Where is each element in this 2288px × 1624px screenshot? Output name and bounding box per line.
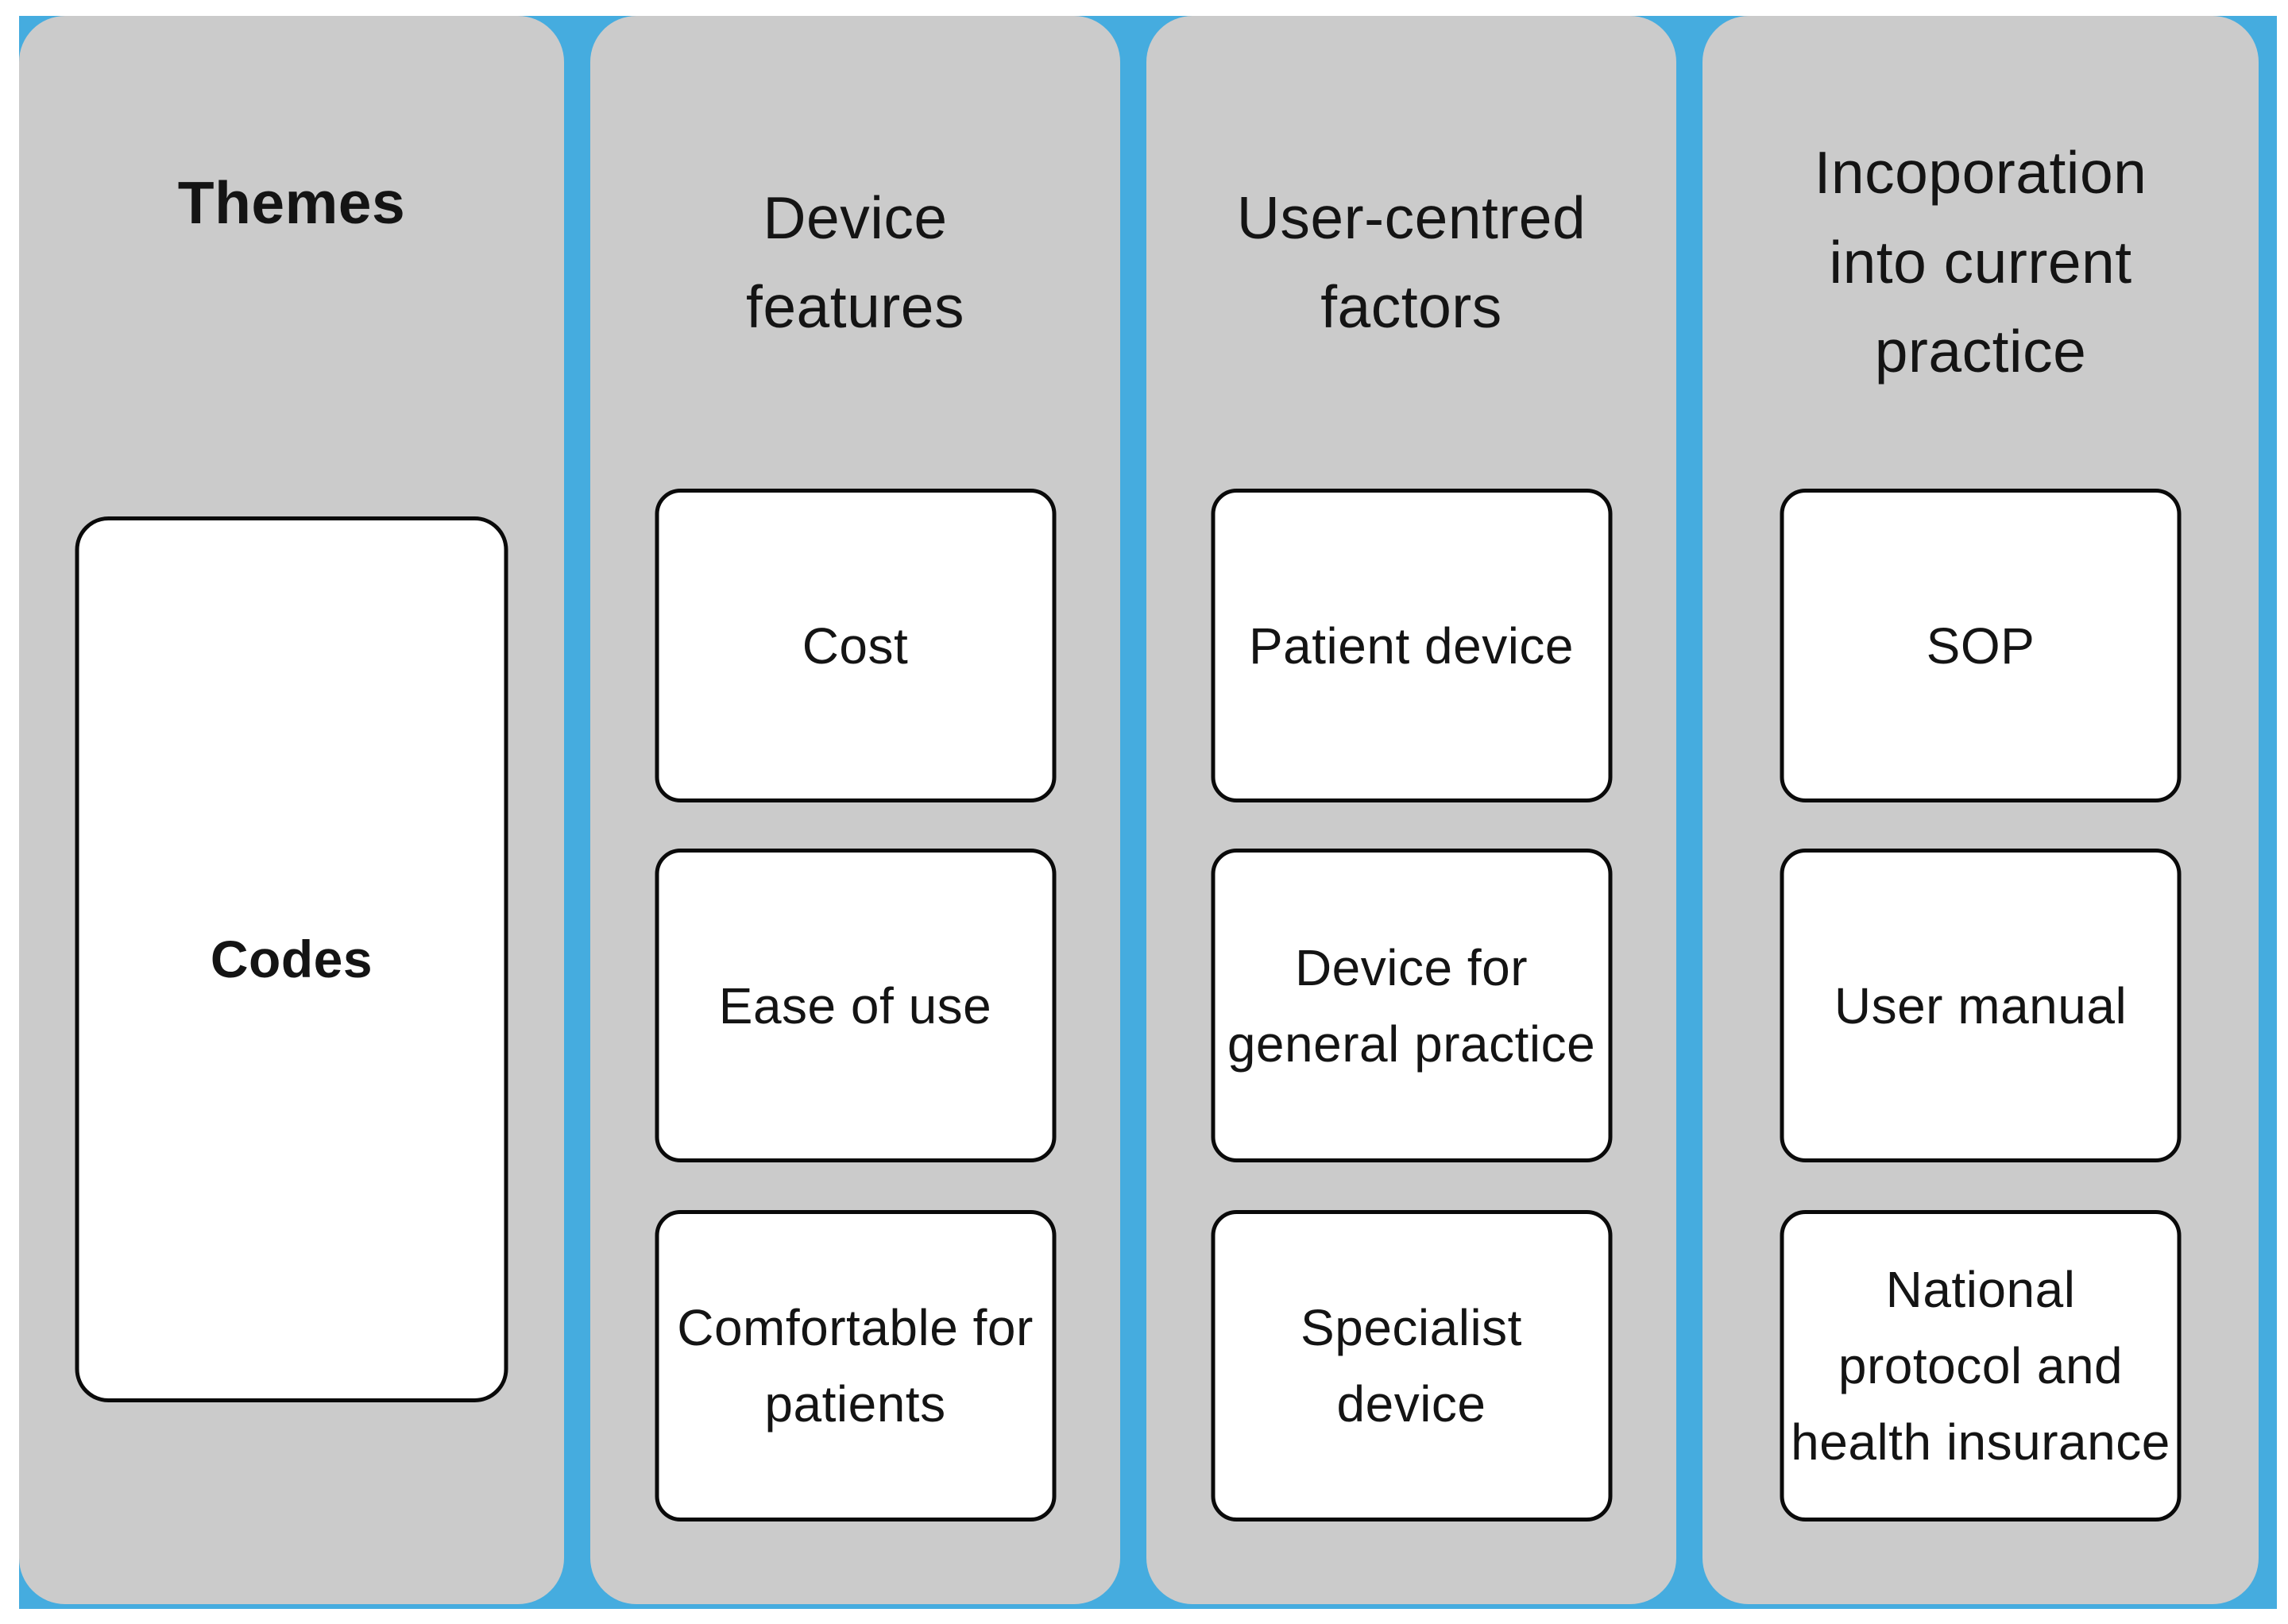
code-box-comfortable-for-patients: Comfortable for patients (655, 1210, 1056, 1522)
column-themes: Themes Codes (19, 16, 564, 1604)
column-title-user-centred-factors: User-centred factors (1146, 16, 1676, 508)
column-title-incorporation: Incoporation into current practice (1702, 16, 2259, 508)
code-box-sop: SOP (1780, 489, 2182, 802)
code-box-label: National protocol and health insurance (1791, 1261, 2170, 1471)
code-box-label: Ease of use (718, 976, 992, 1034)
column-title-themes: Themes (19, 16, 564, 389)
code-box-label: SOP (1926, 617, 2035, 675)
column-title-device-features: Device features (590, 16, 1120, 508)
codes-box-label: Codes (210, 930, 373, 988)
column-title-label: Themes (177, 168, 406, 236)
code-box-ease-of-use: Ease of use (655, 849, 1056, 1162)
codes-box: Codes (75, 516, 508, 1402)
code-box-national-protocol-and-health-insurance: National protocol and health insurance (1780, 1210, 2182, 1522)
code-box-label: Specialist device (1301, 1299, 1522, 1433)
code-box-user-manual: User manual (1780, 849, 2182, 1162)
code-box-label: Patient device (1248, 617, 1575, 675)
code-box-specialist-device: Specialist device (1211, 1210, 1612, 1522)
column-title-label: Incoporation into current practice (1814, 139, 2147, 385)
code-box-label: Device for general practice (1227, 938, 1596, 1073)
code-box-cost: Cost (655, 489, 1056, 802)
column-device-features: Device features Cost Ease of use Comfort… (590, 16, 1120, 1604)
column-user-centred-factors: User-centred factors Patient device Devi… (1146, 16, 1676, 1604)
code-box-label: User manual (1834, 976, 2128, 1034)
column-incorporation-into-current-practice: Incoporation into current practice SOP U… (1702, 16, 2259, 1604)
code-box-label: Comfortable for patients (677, 1299, 1034, 1433)
code-box-device-for-general-practice: Device for general practice (1211, 849, 1612, 1162)
column-title-label: User-centred factors (1236, 184, 1587, 341)
column-title-label: Device features (746, 184, 964, 341)
code-box-label: Cost (802, 617, 909, 675)
code-box-patient-device: Patient device (1211, 489, 1612, 802)
